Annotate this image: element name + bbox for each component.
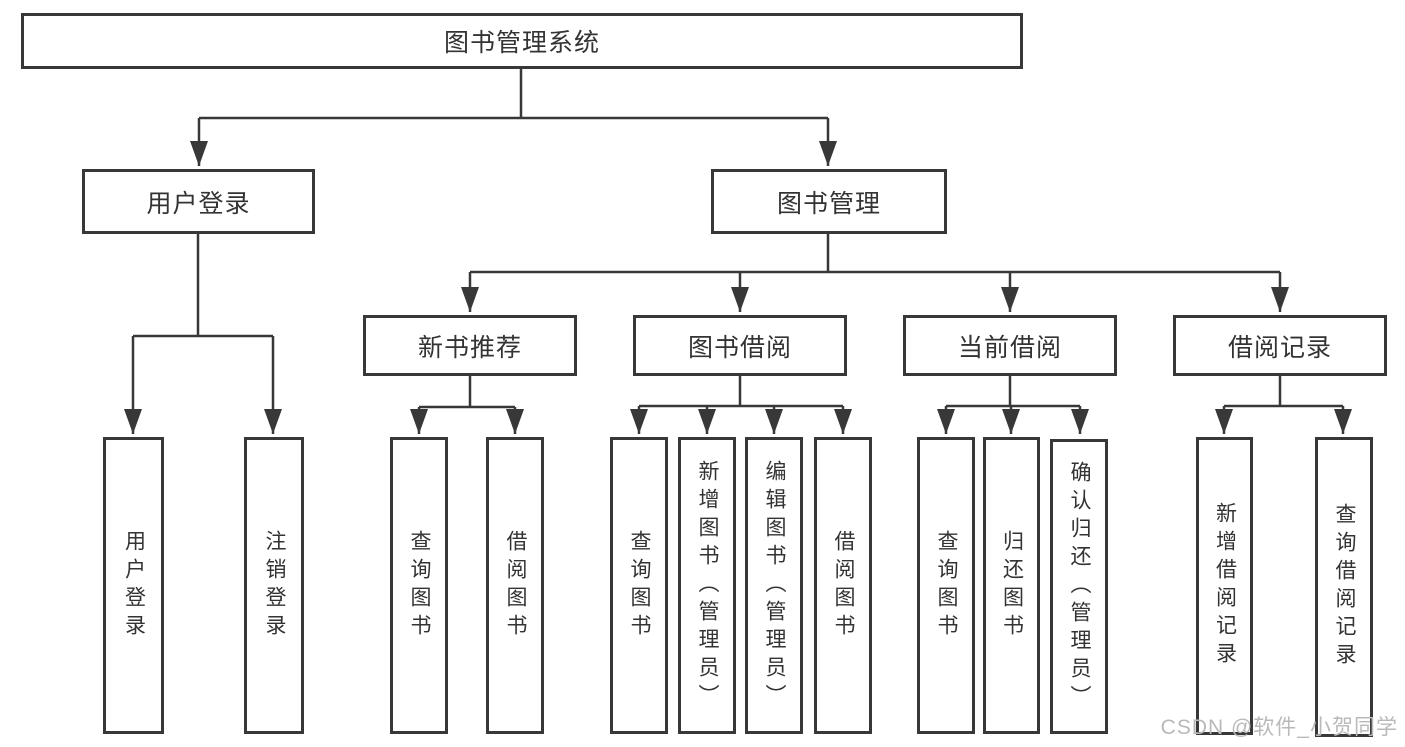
leaf-return-books-label: 归还图书 (1000, 529, 1024, 642)
leaf-newbook-borrow-books-label: 借阅图书 (504, 529, 528, 642)
leaf-query-borrow-record: 查询借阅记录 (1315, 437, 1373, 737)
node-current-borrow-label: 当前借阅 (957, 333, 1062, 362)
leaf-logout-label: 注销登录 (263, 529, 287, 642)
leaf-newbook-query-books-label: 查询图书 (408, 529, 432, 642)
connector-book-borrow-children (630, 376, 852, 434)
leaf-current-query-books: 查询图书 (917, 437, 975, 734)
node-borrow-records: 借阅记录 (1173, 315, 1387, 376)
node-book-management-label: 图书管理 (776, 189, 881, 218)
leaf-borrow-query-books-label: 查询图书 (628, 529, 652, 642)
node-book-management: 图书管理 (711, 169, 947, 234)
node-borrow-records-label: 借阅记录 (1227, 333, 1332, 362)
leaf-confirm-return-admin-label: 确认归还（管理员） (1068, 460, 1092, 713)
leaf-logout: 注销登录 (244, 437, 304, 734)
leaf-query-borrow-record-label: 查询借阅记录 (1333, 503, 1357, 671)
leaf-user-login: 用户登录 (103, 437, 164, 734)
node-current-borrow: 当前借阅 (903, 315, 1117, 376)
leaf-edit-books-admin: 编辑图书（管理员） (745, 437, 803, 734)
leaf-borrow-books-label: 借阅图书 (832, 529, 856, 642)
node-user-login-label: 用户登录 (146, 189, 251, 218)
node-book-borrow-label: 图书借阅 (687, 333, 792, 362)
connector-root-to-level2 (190, 69, 837, 166)
leaf-add-borrow-record-label: 新增借阅记录 (1213, 502, 1237, 670)
node-new-book-recommend: 新书推荐 (363, 315, 577, 376)
node-root-label: 图书管理系统 (443, 29, 600, 57)
connector-new-book-children (410, 376, 524, 434)
node-root: 图书管理系统 (21, 13, 1023, 69)
watermark-text: CSDN @软件_小贺同学 (1160, 716, 1398, 739)
leaf-user-login-label: 用户登录 (122, 529, 146, 642)
leaf-newbook-query-books: 查询图书 (390, 437, 448, 734)
leaf-add-borrow-record: 新增借阅记录 (1196, 437, 1253, 735)
leaf-borrow-query-books: 查询图书 (610, 437, 668, 734)
connector-user-login-children (124, 234, 282, 434)
connector-current-borrow-children (937, 376, 1089, 434)
leaf-return-books: 归还图书 (983, 437, 1040, 734)
leaf-current-query-books-label: 查询图书 (935, 529, 959, 642)
leaf-edit-books-admin-label: 编辑图书（管理员） (763, 459, 787, 712)
node-user-login: 用户登录 (82, 169, 315, 234)
connector-book-management-children (461, 234, 1289, 312)
leaf-add-books-admin-label: 新增图书（管理员） (696, 459, 720, 712)
node-book-borrow: 图书借阅 (633, 315, 847, 376)
leaf-newbook-borrow-books: 借阅图书 (486, 437, 544, 734)
leaf-borrow-books: 借阅图书 (814, 437, 872, 734)
leaf-add-books-admin: 新增图书（管理员） (678, 437, 736, 734)
leaf-confirm-return-admin: 确认归还（管理员） (1050, 439, 1108, 734)
node-new-book-recommend-label: 新书推荐 (417, 333, 522, 362)
connector-borrow-records-children (1215, 376, 1352, 434)
